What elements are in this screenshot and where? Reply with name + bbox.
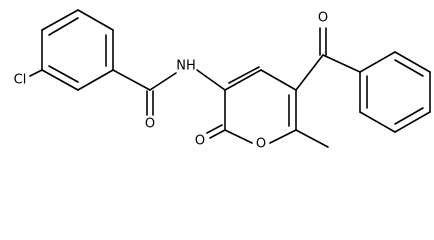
bond (41, 69, 79, 91)
bond (260, 69, 297, 91)
bond (112, 69, 151, 91)
phenyl-ring (359, 51, 431, 133)
chemical-structure-diagram: Cl O NH O O O (14, 9, 431, 152)
lactone-carbonyl-bond (206, 124, 223, 134)
bond (77, 69, 114, 91)
nh-atom-label: NH (176, 59, 196, 74)
bond-c-cl (29, 69, 43, 77)
bond (359, 51, 396, 73)
ketone-oxygen-label: O (318, 11, 328, 26)
chlorine-atom-label: Cl (14, 73, 27, 88)
bond (394, 111, 431, 133)
double-bond-inner (394, 59, 424, 77)
chlorophenyl-ring (41, 9, 114, 91)
ring-oxygen-label: O (256, 137, 266, 152)
bond-c-n (149, 72, 177, 91)
double-bond-inner (48, 65, 79, 83)
bond (224, 69, 262, 91)
bond-n-c (196, 69, 226, 91)
double-bond-inner (394, 107, 424, 125)
double-bond-inner (228, 66, 260, 84)
bond (269, 129, 297, 144)
bond (224, 129, 253, 144)
bond (394, 51, 431, 73)
bond (322, 54, 361, 73)
methyl-bond (295, 129, 329, 148)
bond (77, 9, 114, 31)
amide-oxygen-label: O (145, 117, 155, 132)
pyranone-ring (224, 66, 297, 144)
double-bond-inner (48, 17, 79, 36)
lactone-carbonyl-bond (209, 129, 226, 139)
bond (295, 54, 324, 91)
lactone-oxygen-label: O (195, 134, 205, 149)
bond (41, 9, 79, 31)
bond (359, 111, 396, 133)
